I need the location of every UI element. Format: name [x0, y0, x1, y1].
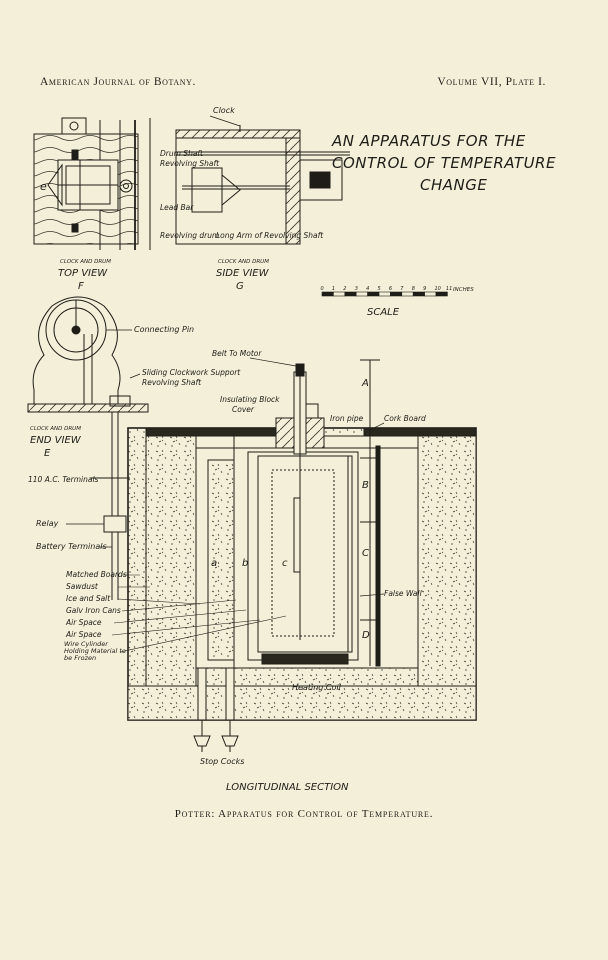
scale-tick-label: 9 — [423, 286, 426, 292]
end-view-name: END VIEW — [30, 435, 82, 446]
inner-b: b — [242, 558, 248, 569]
top-view-name: TOP VIEW — [58, 268, 108, 279]
scale-tick-label: 0 — [321, 286, 324, 292]
scale-segment — [367, 291, 380, 297]
label-battery: Battery Terminals — [36, 542, 107, 551]
scale-tick-label: 7 — [400, 286, 404, 292]
label-heating-coil: Heating Coil — [292, 683, 342, 692]
label-sawdust: Sawdust — [66, 582, 99, 591]
label-air-space-2: Air Space — [65, 630, 102, 639]
scale-tick-label: 10 — [435, 286, 441, 292]
scale-segment — [390, 291, 403, 297]
label-sliding: Sliding Clockwork Support — [142, 368, 241, 377]
top-view-letter: e — [40, 180, 47, 193]
label-false-wall: False Wall — [384, 589, 423, 598]
scale-segment — [321, 291, 334, 297]
side-view-letter: G — [236, 281, 244, 292]
scale-segment — [355, 291, 368, 297]
scale-tick-label: 3 — [355, 286, 358, 292]
label-cover: Cover — [232, 405, 255, 414]
scale-segment — [412, 291, 425, 297]
scale-tick-label: 8 — [412, 286, 415, 292]
scale-tick-label: 6 — [389, 286, 392, 292]
label-ac-terminals: 110 A.C. Terminals — [28, 475, 99, 484]
scale-tick-label: 5 — [378, 286, 381, 292]
inner-c: c — [282, 558, 288, 569]
end-view-drawing — [27, 296, 149, 413]
scale-segment — [378, 291, 391, 297]
scale-segment — [424, 291, 437, 297]
dim-d: D — [362, 630, 370, 641]
scale-segment — [401, 291, 414, 297]
label-drum-shaft: Drum Shaft — [160, 149, 204, 158]
scale-bar: 0 1 2 3 4 5 6 7 8 9 10 11 — [321, 286, 452, 297]
label-stop-cocks: Stop Cocks — [200, 757, 244, 766]
volume-header: Volume VII, Plate I. — [437, 76, 546, 88]
top-view-letter-f: F — [78, 281, 84, 292]
side-view-name: SIDE VIEW — [216, 268, 270, 279]
scale-segment — [344, 291, 357, 297]
scale-label: SCALE — [367, 307, 400, 318]
label-belt: Belt To Motor — [212, 349, 262, 358]
label-revolving-shaft: Revolving Shaft — [160, 159, 220, 168]
scale-tick-label: 4 — [366, 286, 369, 292]
label-relay: Relay — [36, 519, 59, 528]
label-revolving-shaft-2: Revolving Shaft — [142, 378, 202, 387]
dim-a: A — [361, 378, 369, 389]
end-view-small: CLOCK AND DRUM — [30, 426, 81, 432]
title-line-1: AN APPARATUS FOR THE — [331, 132, 526, 150]
side-view-small: CLOCK AND DRUM — [218, 259, 269, 265]
label-galv-cans: Galv Iron Cans — [66, 606, 121, 615]
end-view-letter: E — [44, 448, 51, 459]
label-cork-board: Cork Board — [384, 414, 426, 423]
label-revolving-drum: Revolving drum — [160, 231, 219, 240]
journal-header: American Journal of Botany. — [40, 76, 196, 88]
label-air-space-1: Air Space — [65, 618, 102, 627]
scale-segment — [435, 291, 448, 297]
title-line-2: CONTROL OF TEMPERATURE — [332, 154, 556, 172]
dim-b: B — [362, 480, 369, 491]
label-lead-bar: Lead Bar — [160, 203, 194, 212]
label-insulating-block: Insulating Block — [220, 395, 280, 404]
scale-tick-label: 2 — [343, 286, 346, 292]
title-line-3: CHANGE — [420, 176, 487, 194]
top-view-small: CLOCK AND DRUM — [60, 259, 111, 265]
scale-unit: INCHES — [453, 287, 474, 293]
top-view-drawing — [33, 117, 151, 250]
scale-segment — [333, 291, 346, 297]
label-long-arm: Long Arm of Revolving Shaft — [216, 231, 324, 240]
label-iron-pipe: Iron pipe — [330, 414, 364, 423]
side-view-drawing — [175, 125, 350, 245]
label-clock: Clock — [213, 106, 235, 115]
label-wire-cylinder: Wire Cylinder Holding Material to be Fro… — [64, 641, 126, 662]
plate-caption: Potter: Apparatus for Control of Tempera… — [174, 808, 434, 820]
scale-tick-label: 1 — [332, 286, 335, 292]
section-drawing — [90, 359, 477, 752]
dim-c: C — [362, 548, 369, 559]
scale-tick-label: 11 — [446, 286, 452, 292]
label-matched-boards: Matched Boards — [66, 570, 127, 579]
label-connecting-pin: Connecting Pin — [134, 325, 194, 334]
section-title: LONGITUDINAL SECTION — [226, 782, 349, 793]
label-ice-salt: Ice and Salt — [66, 594, 111, 603]
inner-a: a — [211, 558, 217, 569]
left-label-stack: Matched Boards Sawdust Ice and Salt Galv… — [64, 570, 287, 662]
